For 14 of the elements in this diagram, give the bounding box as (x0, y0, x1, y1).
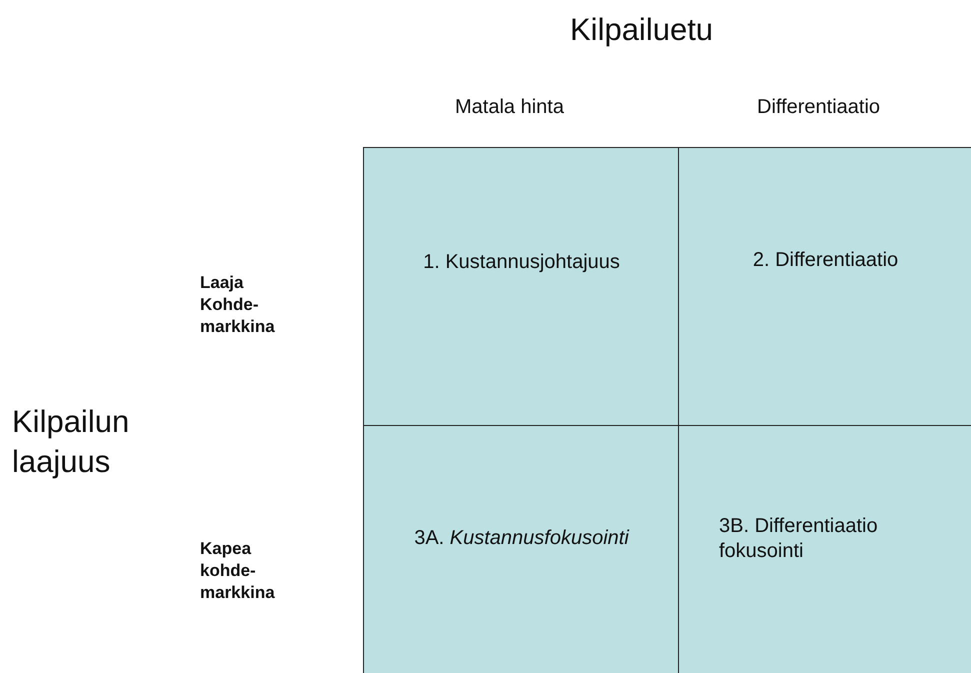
quadrant-label: 2. Differentiaatio (752, 248, 900, 273)
quadrant-label: 1. Kustannusjohtajuus (422, 250, 621, 275)
quadrant-box (363, 425, 678, 673)
column-header: Differentiaatio (757, 96, 880, 119)
quadrant-label: 3A. Kustannusfokusointi (413, 526, 630, 551)
quadrant-box (363, 147, 678, 425)
column-header: Matala hinta (455, 96, 564, 119)
row-header: Laaja Kohde- markkina (200, 272, 275, 338)
quadrant-box (678, 147, 971, 425)
quadrant-label: 3B. Differentiaatio fokusointi (719, 514, 879, 564)
row-header: Kapea kohde- markkina (200, 538, 275, 604)
quadrant-box (678, 425, 971, 673)
axis-title: Kilpailun laajuus (12, 403, 130, 482)
heading: Kilpailuetu (570, 12, 714, 48)
